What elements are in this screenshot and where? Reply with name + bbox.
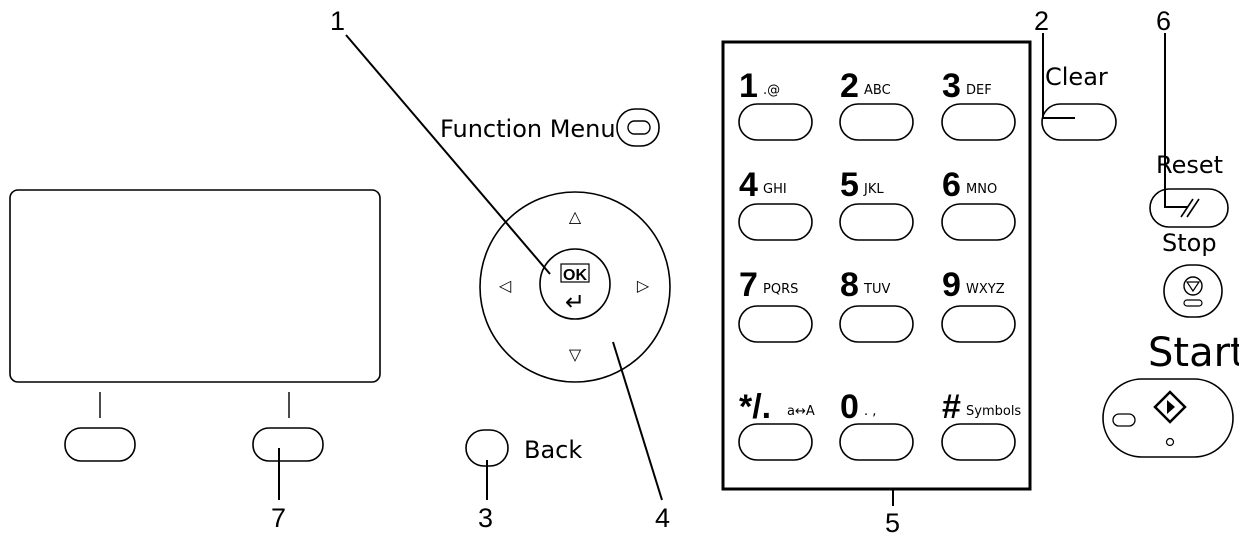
- key-6-letters: MNO: [966, 182, 997, 197]
- key-6-button[interactable]: [941, 203, 1016, 241]
- key-1-button[interactable]: [738, 103, 813, 141]
- key-12-button[interactable]: [941, 423, 1016, 461]
- clear-button[interactable]: [1041, 103, 1117, 141]
- key-7-letters: PQRS: [763, 282, 798, 297]
- key-11-button[interactable]: [839, 423, 914, 461]
- numeric-keypad-frame: [721, 40, 1032, 491]
- key-8-letters: TUV: [863, 282, 890, 297]
- key-3-button[interactable]: [941, 103, 1016, 141]
- key-2-letters: ABC: [864, 83, 891, 98]
- back-label: Back: [524, 436, 582, 464]
- callout-1: 1: [330, 6, 345, 36]
- numeric-keypad: 1 .@ 2 ABC 3 DEF 4 GHI 5 JKL 6 MNO 7 PQRS 8 TUV 9 WXYZ */.…: [738, 67, 1021, 461]
- key-2-number: 2: [840, 67, 859, 105]
- key-10-button[interactable]: [738, 423, 813, 461]
- key-2-button[interactable]: [839, 103, 914, 141]
- key-4-number: 4: [739, 166, 758, 204]
- arrow-down-icon: ▽: [569, 345, 582, 364]
- arrow-right-icon: ▷: [637, 276, 650, 295]
- display-screen: [9, 189, 381, 383]
- callout-2: 2: [1034, 6, 1049, 36]
- start-indicator-lamp: [1112, 413, 1136, 427]
- callout-6-line: [1164, 33, 1188, 208]
- callout-2-line: [1042, 33, 1075, 119]
- reset-button[interactable]: [1149, 188, 1229, 228]
- key-5-button[interactable]: [839, 203, 914, 241]
- key-4-letters: GHI: [763, 182, 787, 197]
- key-11-letters: . ,: [864, 404, 876, 419]
- reset-label: Reset: [1156, 151, 1223, 179]
- key-5-letters: JKL: [863, 182, 884, 197]
- ok-label: OK: [563, 267, 587, 284]
- key-7-number: 7: [739, 266, 758, 304]
- callout-4: 4: [655, 503, 670, 533]
- stop-icon-triangle: [1185, 281, 1201, 293]
- arrow-left-icon: ◁: [498, 276, 512, 295]
- start-icon: [1153, 390, 1187, 424]
- key-11-number: 0: [840, 388, 859, 426]
- reset-icon-2: [1186, 198, 1200, 218]
- start-dot-icon: [1165, 437, 1175, 447]
- key-8-number: 8: [840, 266, 859, 304]
- soft-key-right-button[interactable]: [252, 427, 324, 462]
- key-3-letters: DEF: [966, 83, 992, 98]
- callout-1-line: [345, 34, 551, 275]
- start-label: Start: [1148, 330, 1239, 376]
- ok-label-box: [560, 263, 590, 283]
- soft-key-left-button[interactable]: [64, 427, 136, 462]
- arrow-up-icon: △: [569, 207, 582, 226]
- key-4-button[interactable]: [738, 203, 813, 241]
- key-5-number: 5: [840, 166, 859, 204]
- stop-icon: [1183, 276, 1203, 296]
- function-menu-label: Function Menu: [440, 115, 616, 143]
- key-12-letters: Symbols: [966, 404, 1021, 419]
- callout-3: 3: [478, 503, 493, 533]
- key-9-button[interactable]: [941, 305, 1016, 343]
- key-1-letters: .@: [763, 83, 780, 98]
- enter-icon: ↵: [565, 288, 585, 316]
- stop-icon-bar: [1183, 299, 1203, 307]
- key-6-number: 6: [942, 166, 961, 204]
- key-12-number: #: [942, 388, 961, 426]
- callout-5: 5: [885, 508, 900, 533]
- key-9-letters: WXYZ: [966, 282, 1005, 297]
- key-1-number: 1: [739, 67, 758, 105]
- key-3-number: 3: [942, 67, 961, 105]
- start-icon-inner: [1167, 400, 1175, 414]
- function-menu-button[interactable]: [616, 108, 660, 147]
- key-10-letters: a↔A: [787, 404, 815, 419]
- key-10-number: */.: [739, 388, 771, 426]
- ok-button[interactable]: [539, 248, 611, 320]
- key-7-button[interactable]: [738, 305, 813, 343]
- function-menu-button-inner: [627, 120, 651, 135]
- start-button[interactable]: [1102, 378, 1234, 458]
- clear-label: Clear: [1045, 63, 1108, 91]
- key-9-number: 9: [942, 266, 961, 304]
- key-8-button[interactable]: [839, 305, 914, 343]
- callout-4-line: [612, 341, 663, 501]
- stop-label: Stop: [1162, 229, 1217, 257]
- callout-7: 7: [271, 503, 286, 533]
- callout-6: 6: [1156, 6, 1171, 36]
